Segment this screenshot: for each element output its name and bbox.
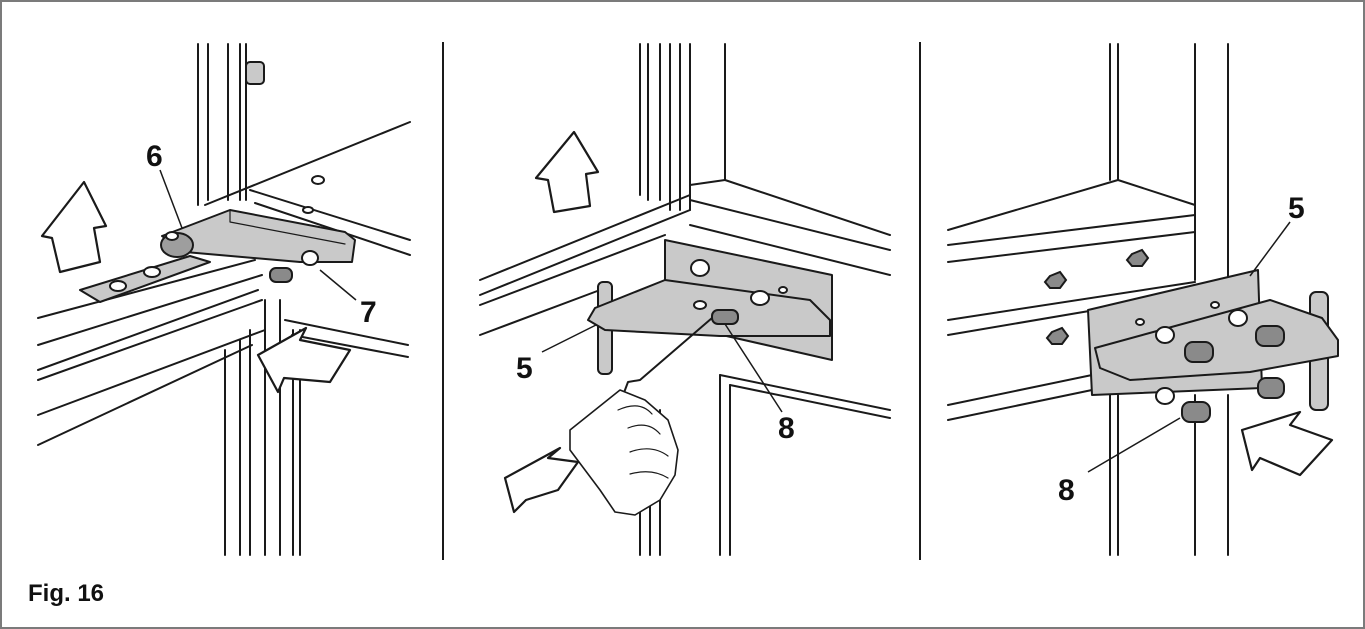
panel-1: 6 7 (37, 43, 411, 556)
panel-3: 5 8 (947, 43, 1339, 556)
down-left-arrow-icon (256, 326, 352, 394)
hand-illustration (569, 389, 679, 516)
callout-6: 6 (146, 140, 163, 173)
panel-2: 5 8 (479, 43, 891, 556)
callout-5: 5 (516, 352, 533, 385)
up-left-arrow-icon (1240, 410, 1334, 477)
up-arrow-icon (40, 180, 108, 274)
callout-5: 5 (1288, 192, 1305, 225)
up-arrow-icon (534, 130, 600, 214)
callout-7: 7 (360, 296, 377, 329)
figure-caption: Fig. 16 (28, 580, 105, 607)
callout-8: 8 (1058, 474, 1075, 507)
callout-8: 8 (778, 412, 795, 445)
down-left-arrow-icon (503, 446, 580, 514)
